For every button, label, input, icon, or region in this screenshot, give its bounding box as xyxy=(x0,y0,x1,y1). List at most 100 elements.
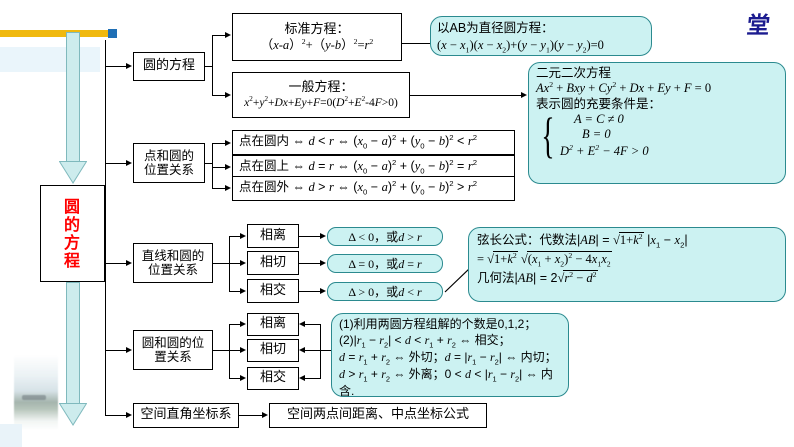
pc-connector-3 xyxy=(212,188,226,189)
standard-equation-title: 标准方程： xyxy=(284,20,350,36)
lc-connector-2 xyxy=(229,263,241,264)
branch-space-coord[interactable]: 空间直角坐标系 xyxy=(133,403,239,428)
branch-circle-circle[interactable]: 圆和圆的位 置关系 xyxy=(133,330,213,370)
cc-case-intersect: 相交 xyxy=(247,367,299,390)
branch-point-circle-line2: 位置关系 xyxy=(143,162,194,177)
lc-case-separate: 相离 xyxy=(247,224,299,248)
pc-split-stub xyxy=(205,163,213,164)
branch-connector-2 xyxy=(105,163,127,164)
lc-arrow-1 xyxy=(240,232,246,239)
pc-connector-1 xyxy=(212,143,226,144)
cc-back-connector-2 xyxy=(305,350,321,351)
quadratic-arrow xyxy=(521,91,527,98)
lc-cond-arrow-3 xyxy=(320,287,326,294)
pale-panel xyxy=(0,47,100,72)
pc-split-vertical xyxy=(212,143,213,188)
quadratic-condition-label: 表示圆的充要条件是： xyxy=(536,96,662,111)
lc-arrow-3 xyxy=(240,287,246,294)
lc-cond-connector-1 xyxy=(299,236,321,237)
lc-cond-arrow-1 xyxy=(320,232,326,239)
chord-formula-line-2: = √1+k2 √(x1 + x2)2 − 4x1x2 xyxy=(477,251,612,269)
cc-arrow-3 xyxy=(240,374,246,381)
point-on-text: 点在圆上 ⇔ d = r ⇔ (x0 − a)2 + (y0 − b)2 = r… xyxy=(239,157,478,176)
cc-note-3: d = r1 + r2 ⇔ 外切；d = |r1 − r2| ⇔ 内切； xyxy=(339,349,557,367)
quadratic-equation: Ax2 + Bxy + Cy2 + Dx + Ey + F = 0 xyxy=(536,80,712,96)
cc-back-arrow-3 xyxy=(299,374,305,381)
branch-point-circle-line1: 点和圆的 xyxy=(143,148,194,163)
chord-formula-line-3: 几何法|AB| = 2√r2 − d2 xyxy=(477,270,598,286)
point-inside-text: 点在圆内 ⇔ d < r ⇔ (x0 − a)2 + (y0 − b)2 < r… xyxy=(239,132,478,151)
cc-back-arrow-2 xyxy=(299,346,305,353)
cc-case-intersect-label: 相交 xyxy=(259,370,286,386)
general-equation-box: 一般方程： x2+y2+Dx+Ey+F=0(D2+E2-4F>0) xyxy=(232,72,410,118)
space-coord-target: 空间两点间距离、中点坐标公式 xyxy=(269,403,487,428)
quadratic-condition-3: D2 + E2 − 4F > 0 xyxy=(560,143,649,159)
lc-condition-separate: Δ < 0，或d > r xyxy=(327,227,443,246)
eq-connector-std xyxy=(212,35,226,36)
branch-arrow-3 xyxy=(126,259,132,266)
space-coord-arrow xyxy=(262,411,268,418)
cc-back-connector-3 xyxy=(305,378,321,379)
bottom-left-swatch xyxy=(0,424,22,447)
branch-circle-equation[interactable]: 圆的方程 xyxy=(133,52,205,81)
branch-line-circle-line2: 位置关系 xyxy=(147,262,198,277)
lc-condition-tangent: Δ = 0，或d = r xyxy=(327,254,443,273)
eq-split-stub xyxy=(205,66,213,67)
background-photo xyxy=(14,355,58,430)
branch-circle-equation-label: 圆的方程 xyxy=(142,58,195,74)
cc-connector-2 xyxy=(229,350,241,351)
branch-point-circle[interactable]: 点和圆的 位置关系 xyxy=(133,143,205,183)
lc-case-intersect: 相交 xyxy=(247,279,299,303)
watermark-logo: 堂 xyxy=(745,13,772,39)
cc-notes-vertical xyxy=(320,324,321,379)
diameter-connector xyxy=(402,43,430,44)
condition-brace: { xyxy=(541,107,555,164)
cc-note-1: (1)利用两圆方程组解的个数是0,1,2； xyxy=(339,317,537,331)
lc-case-intersect-label: 相交 xyxy=(259,282,286,298)
circle-circle-notes-callout: (1)利用两圆方程组解的个数是0,1,2； (2)|r1 − r2| < d <… xyxy=(331,313,569,398)
quadratic-condition-callout: 二元二次方程 Ax2 + Bxy + Cy2 + Dx + Ey + F = 0… xyxy=(528,62,786,184)
chord-length-formula-callout: 弦长公式：代数法|AB| = √1+k2 |x1 − x2| = √1+k2 √… xyxy=(468,227,786,302)
branch-line-circle-line1: 直线和圆的 xyxy=(141,248,205,263)
cc-case-separate: 相离 xyxy=(247,313,299,336)
branch-connector-4 xyxy=(105,350,127,351)
eq-split-vertical xyxy=(212,35,213,95)
branch-circle-circle-line2: 置关系 xyxy=(154,349,192,364)
point-on-box: 点在圆上 ⇔ d = r ⇔ (x0 − a)2 + (y0 − b)2 = r… xyxy=(232,155,515,180)
lc-connector-3 xyxy=(229,291,241,292)
cc-notes-stub xyxy=(320,350,332,351)
pc-connector-2 xyxy=(212,167,226,168)
quadratic-connector xyxy=(410,95,522,96)
cc-stub xyxy=(213,350,229,351)
branch-line-circle[interactable]: 直线和圆的 位置关系 xyxy=(133,243,213,283)
cc-connector-1 xyxy=(229,324,241,325)
branch-arrow-4 xyxy=(126,346,132,353)
lc-condition-tangent-text: Δ = 0，或d = r xyxy=(348,257,422,271)
space-coord-target-label: 空间两点间距离、中点坐标公式 xyxy=(286,407,469,423)
pc-arrow-3 xyxy=(225,184,231,191)
branch-circle-circle-line1: 圆和圆的位 xyxy=(141,335,205,350)
vertical-arrow-shaft-bottom xyxy=(66,282,80,404)
branch-space-coord-label: 空间直角坐标系 xyxy=(140,407,232,423)
lc-condition-separate-text: Δ < 0，或d > r xyxy=(348,230,422,244)
standard-equation-body: （x-a）2+（y-b）2=r2 xyxy=(260,37,374,53)
lc-cond-arrow-2 xyxy=(320,259,326,266)
general-equation-body: x2+y2+Dx+Ey+F=0(D2+E2-4F>0) xyxy=(244,95,398,110)
lc-case-tangent-label: 相切 xyxy=(259,254,286,270)
lc-condition-intersect-text: Δ > 0，或d < r xyxy=(348,285,422,299)
eq-arrow-std xyxy=(225,31,231,38)
root-label-char-1: 圆 xyxy=(63,199,81,217)
quadratic-condition-1: A = C ≠ 0 xyxy=(574,111,624,126)
cc-arrow-2 xyxy=(240,346,246,353)
cc-note-2: (2)|r1 − r2| < d < r1 + r2 ⇔ 相交； xyxy=(339,332,511,349)
diameter-equation-body: (x − x1)(x − x2)+(y − y1)(y − y2)=0 xyxy=(437,38,604,55)
lc-condition-intersect: Δ > 0，或d < r xyxy=(327,282,443,301)
quadratic-condition-2: B = 0 xyxy=(582,127,611,142)
chord-formula-line-1: 弦长公式：代数法|AB| = √1+k2 |x1 − x2| xyxy=(477,232,688,250)
pc-arrow-1 xyxy=(225,139,231,146)
lc-arrow-2 xyxy=(240,259,246,266)
gold-accent-bar xyxy=(0,30,112,37)
cc-case-tangent-label: 相切 xyxy=(259,342,286,358)
lc-stub xyxy=(213,263,229,264)
